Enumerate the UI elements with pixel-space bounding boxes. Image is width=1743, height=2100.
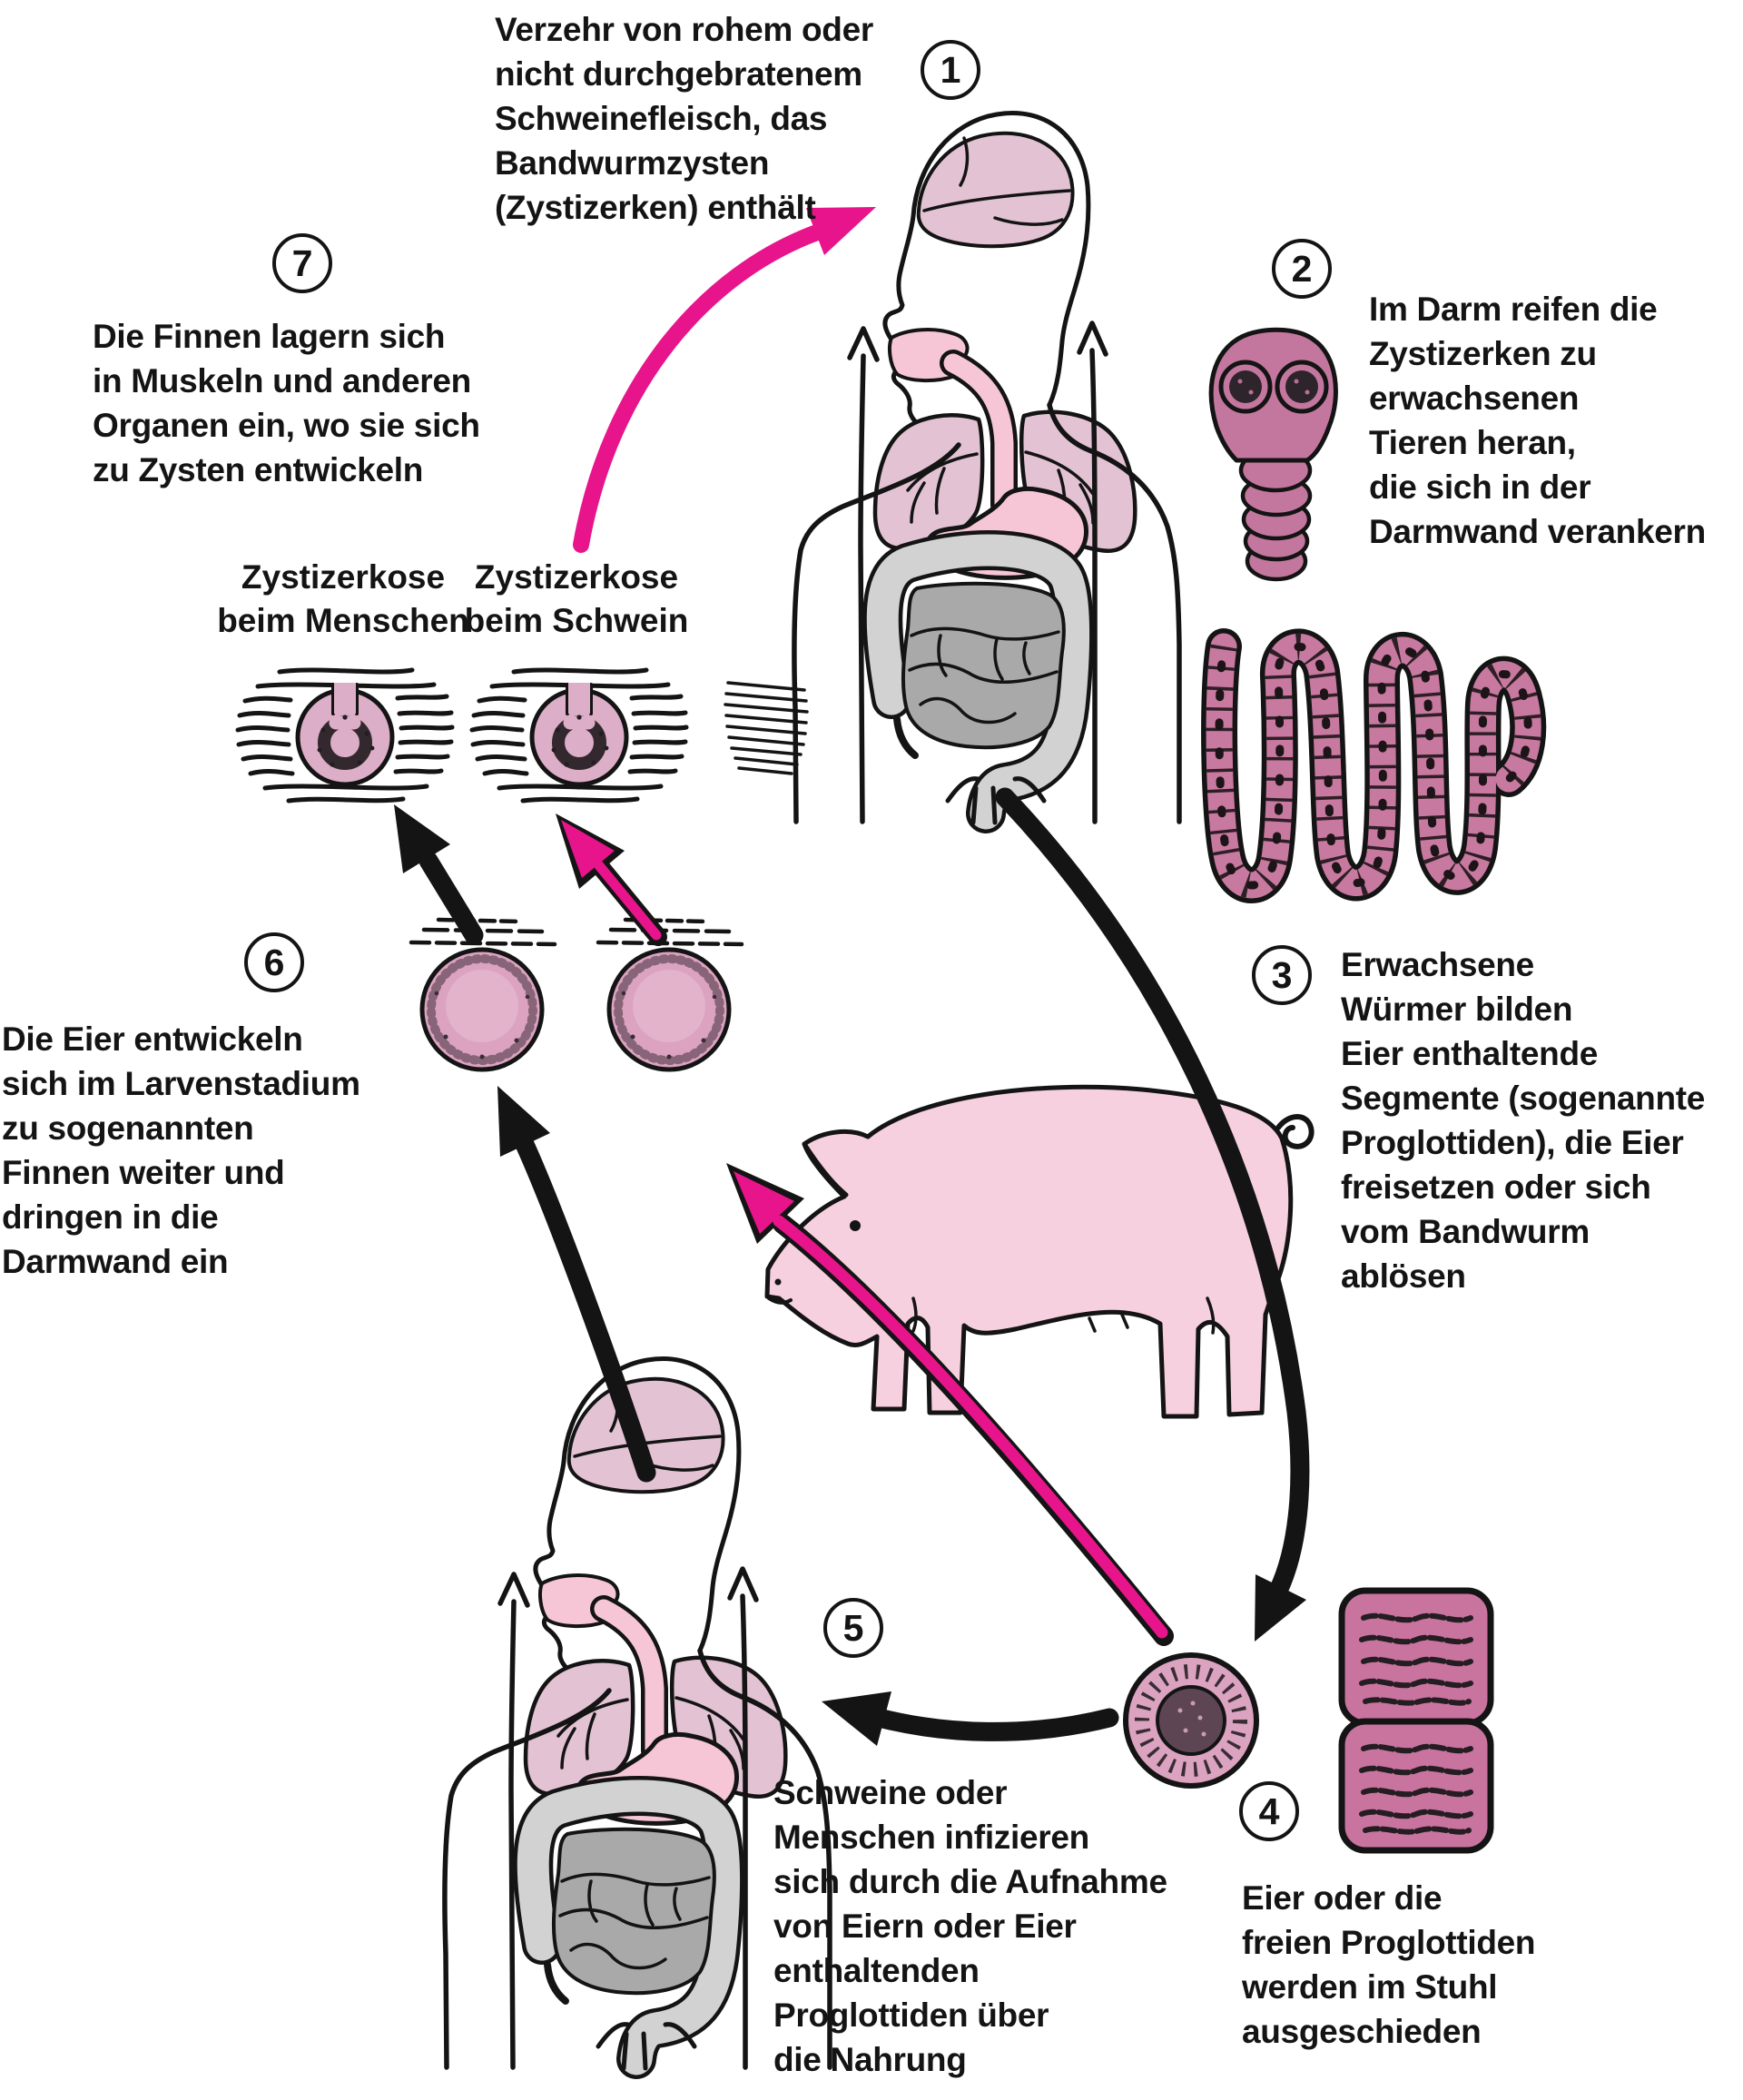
step-5-text: Schweine oder Menschen infizieren sich d…	[773, 1774, 1167, 2078]
arrow-egg-to-pig	[726, 1163, 1174, 1646]
step-1-text: Verzehr von rohem oder nicht durchgebrat…	[495, 11, 873, 226]
cysticercus-larva-left	[411, 920, 555, 1070]
step-4-badge: 4	[1239, 1781, 1299, 1841]
step-6-badge: 6	[244, 932, 304, 992]
tapeworm-scolex	[1208, 327, 1338, 582]
muscle-cyst-human	[238, 670, 452, 801]
label-cysticercosis-pig: Zystizerkose beim Schwein	[464, 558, 689, 639]
arrow-larva-to-pig-cyst	[556, 813, 667, 946]
step-7-text: Die Finnen lagern sich in Muskeln und an…	[93, 318, 480, 488]
muscle-texture-patch	[724, 681, 809, 775]
step-7-badge: 7	[272, 233, 332, 293]
step-3-badge: 3	[1252, 945, 1312, 1005]
arrow-eat-pork-to-mouth	[573, 207, 876, 553]
step-2-text: Im Darm reifen die Zystizerken zu erwach…	[1369, 291, 1706, 550]
arrow-human-autoinfection	[497, 1086, 656, 1483]
step-5-badge: 5	[823, 1598, 883, 1658]
step-4-text: Eier oder die freien Proglottiden werden…	[1242, 1879, 1536, 2050]
arrow-worm-to-egg	[995, 787, 1310, 1642]
label-cysticercosis-human: Zystizerkose beim Menschen	[217, 558, 469, 639]
step-6-text: Die Eier entwickeln sich im Larvenstadiu…	[2, 1020, 360, 1280]
step-1-badge: 1	[921, 40, 980, 100]
step-3-text: Erwachsene Würmer bilden Eier enthaltend…	[1341, 946, 1706, 1295]
muscle-cyst-pig	[472, 670, 686, 801]
tapeworm-egg	[1123, 1652, 1259, 1789]
adult-tapeworm-coil	[1201, 628, 1547, 903]
cysticercus-larva-right	[598, 920, 742, 1070]
arrow-egg-to-ingestion	[822, 1691, 1119, 1746]
arrow-larva-to-human-cyst	[394, 804, 484, 945]
proglottid-segments	[1338, 1587, 1494, 1854]
step-2-badge: 2	[1272, 239, 1332, 299]
